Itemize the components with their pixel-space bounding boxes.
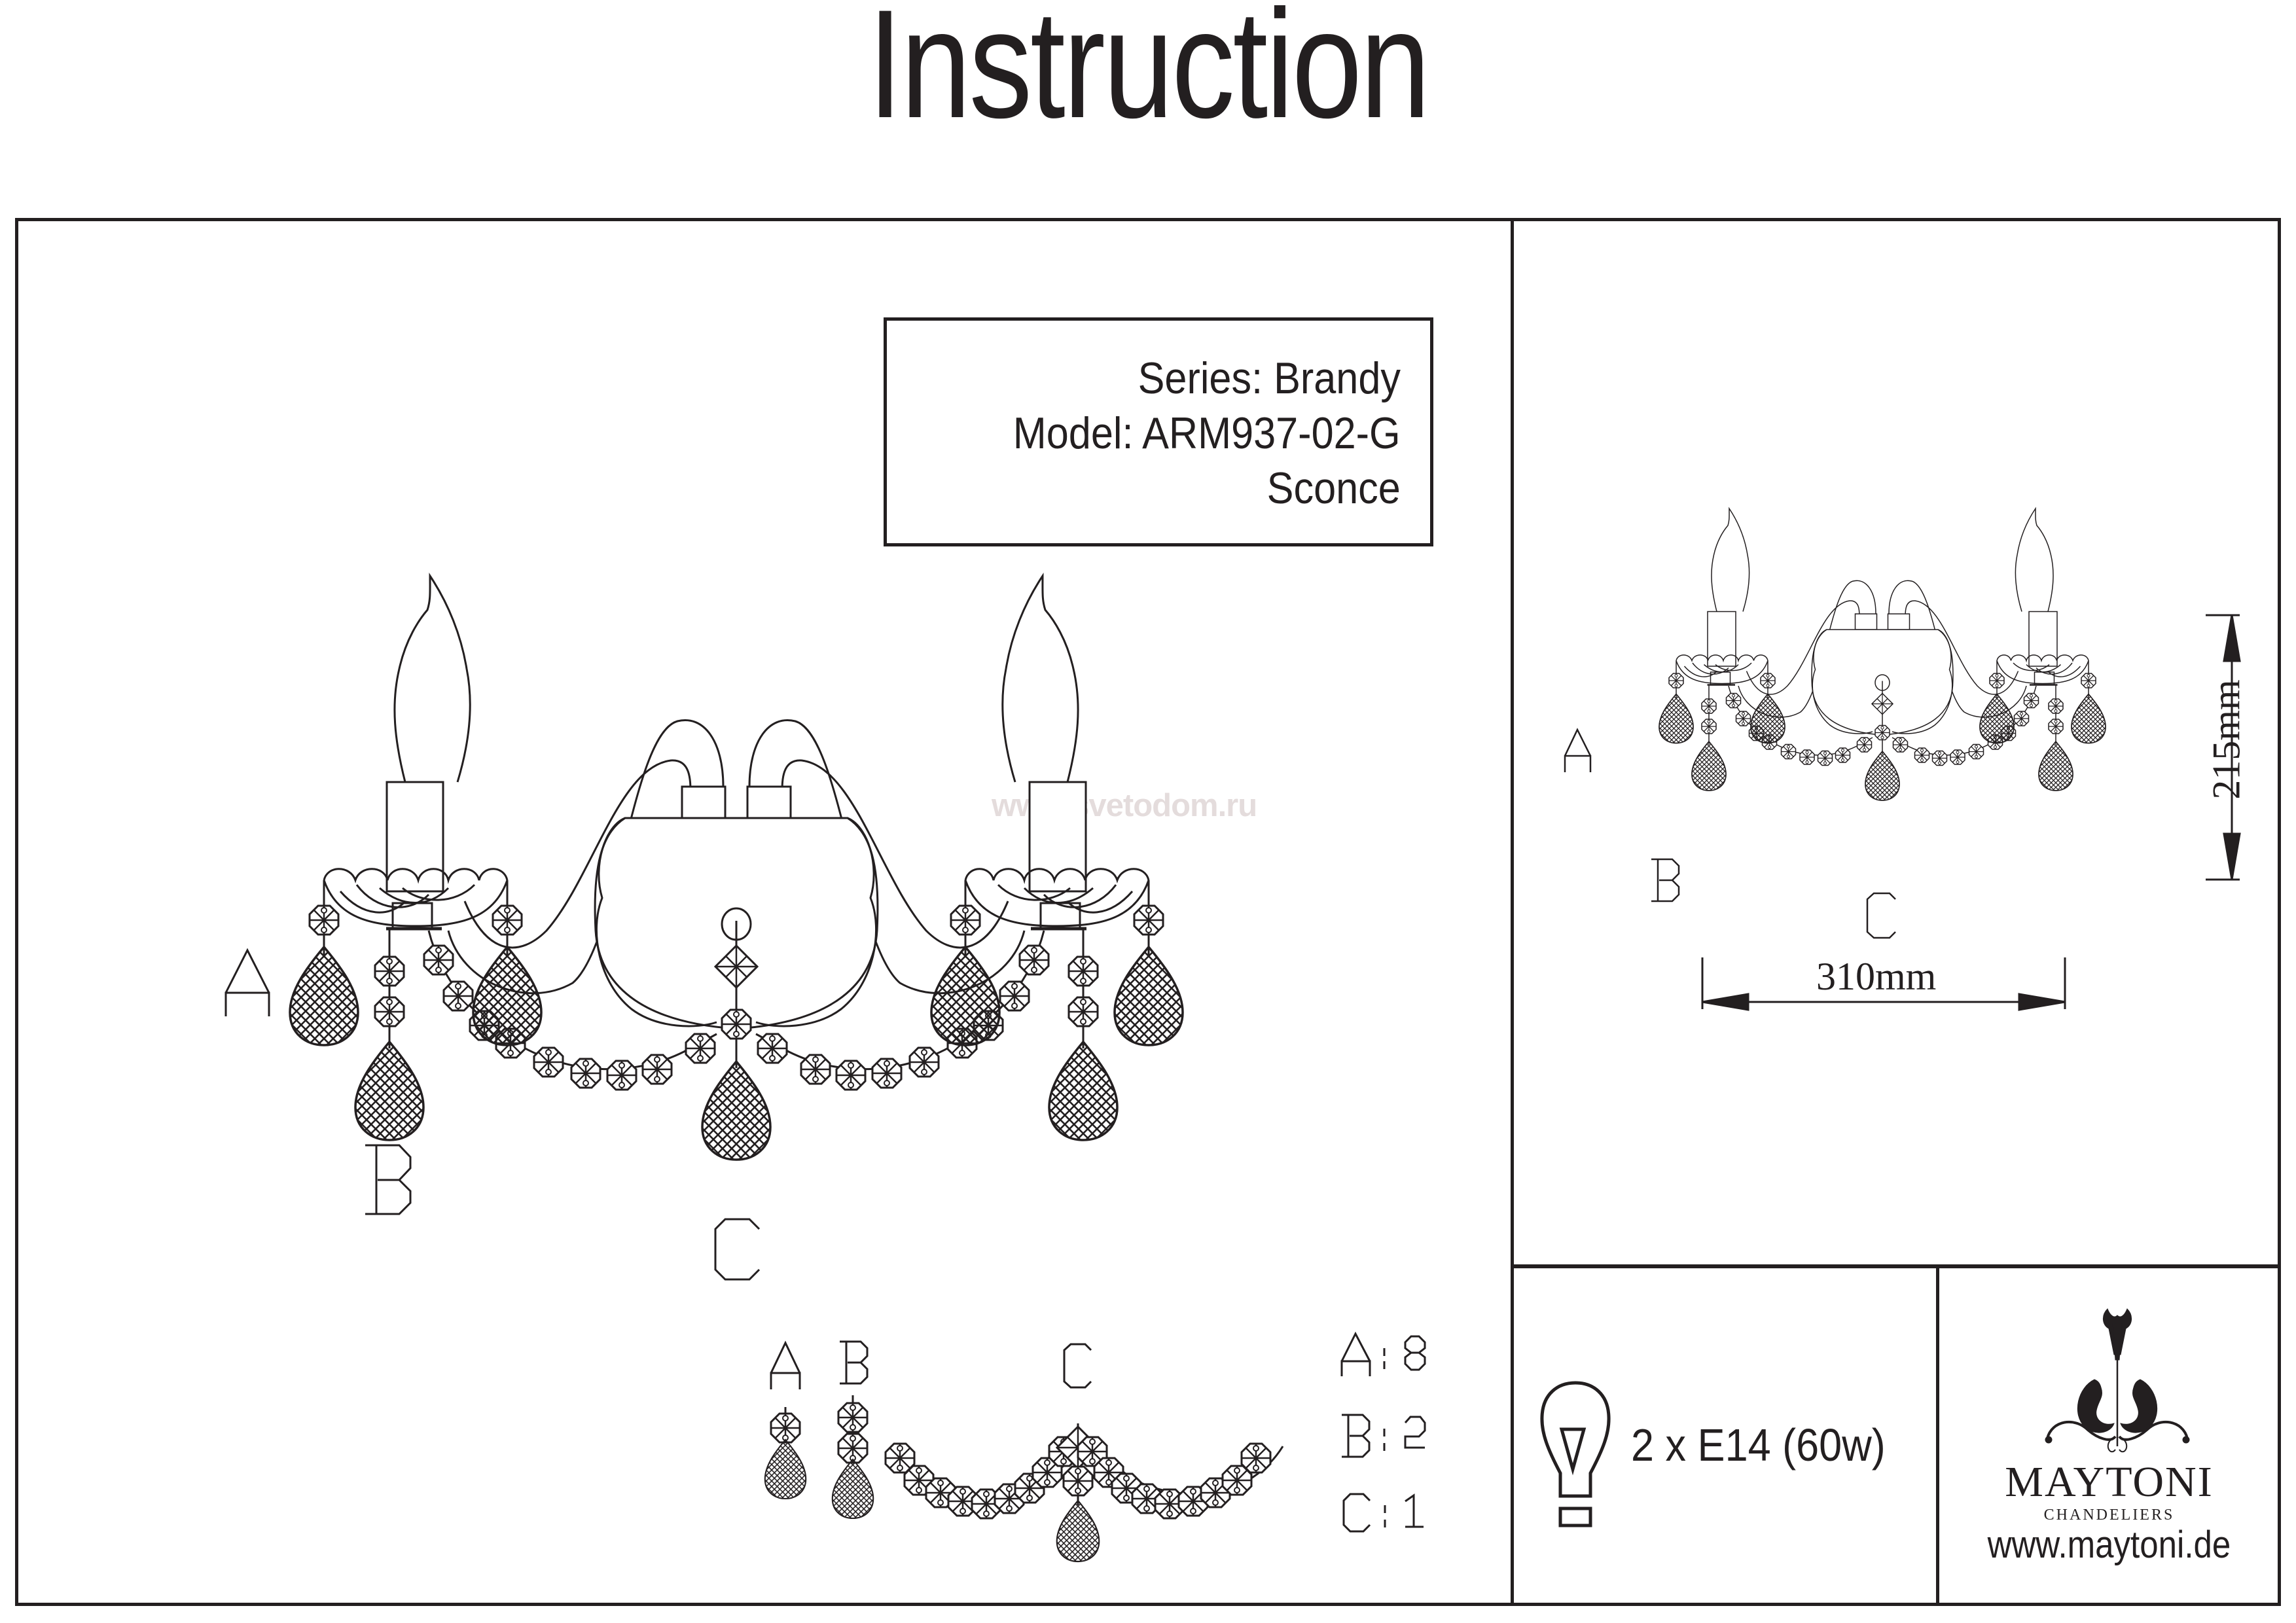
dimension-sconce-drawing bbox=[1659, 508, 2106, 800]
legend-b-drop bbox=[831, 1458, 874, 1520]
series-text: Series: Brandy bbox=[1138, 353, 1401, 403]
width-dimension-label: 310mm bbox=[1816, 955, 1937, 998]
right-divider-horizontal bbox=[1511, 1264, 2281, 1268]
legend-a-drop bbox=[764, 1438, 807, 1500]
bulb-spec-text: 2 x E14 (60w) bbox=[1631, 1419, 1886, 1471]
legend-qty-c bbox=[1342, 1493, 1424, 1533]
product-info-box: Series: Brandy Model: ARM937-02-G Sconce bbox=[884, 317, 1433, 546]
page-title: Instruction bbox=[867, 0, 1431, 151]
dim-part-label-b bbox=[1651, 858, 1680, 902]
dim-part-label-c bbox=[1866, 892, 1896, 939]
model-text: Model: ARM937-02-G bbox=[1013, 408, 1401, 458]
legend-qty-b bbox=[1342, 1414, 1426, 1458]
legend-b-bead-1 bbox=[837, 1402, 869, 1433]
main-sconce-drawing bbox=[290, 576, 1183, 1160]
part-label-b bbox=[365, 1144, 412, 1215]
type-text: Sconce bbox=[1266, 463, 1401, 513]
legend-a-bead bbox=[770, 1412, 801, 1444]
brand-tagline: CHANDELIERS bbox=[2043, 1507, 2175, 1524]
brand-url: www.maytoni.de bbox=[1987, 1524, 2231, 1566]
height-dimension bbox=[2206, 614, 2241, 881]
legend-qty-a bbox=[1340, 1331, 1426, 1376]
brand-name: MAYTONI bbox=[2005, 1458, 2214, 1506]
legend-c-drop bbox=[1056, 1499, 1100, 1563]
part-label-a bbox=[224, 948, 270, 1016]
dim-part-label-a bbox=[1564, 728, 1592, 772]
outer-frame bbox=[15, 218, 2281, 1606]
light-bulb-icon bbox=[1540, 1381, 1611, 1527]
main-divider-vertical bbox=[1511, 218, 1514, 1606]
height-dimension-label: 215mm bbox=[2204, 679, 2248, 800]
maytoni-chandelier-logo-icon bbox=[2045, 1308, 2190, 1453]
part-label-c bbox=[714, 1218, 761, 1281]
bottom-divider-vertical bbox=[1936, 1264, 1939, 1606]
width-dimension bbox=[1701, 957, 2066, 1011]
